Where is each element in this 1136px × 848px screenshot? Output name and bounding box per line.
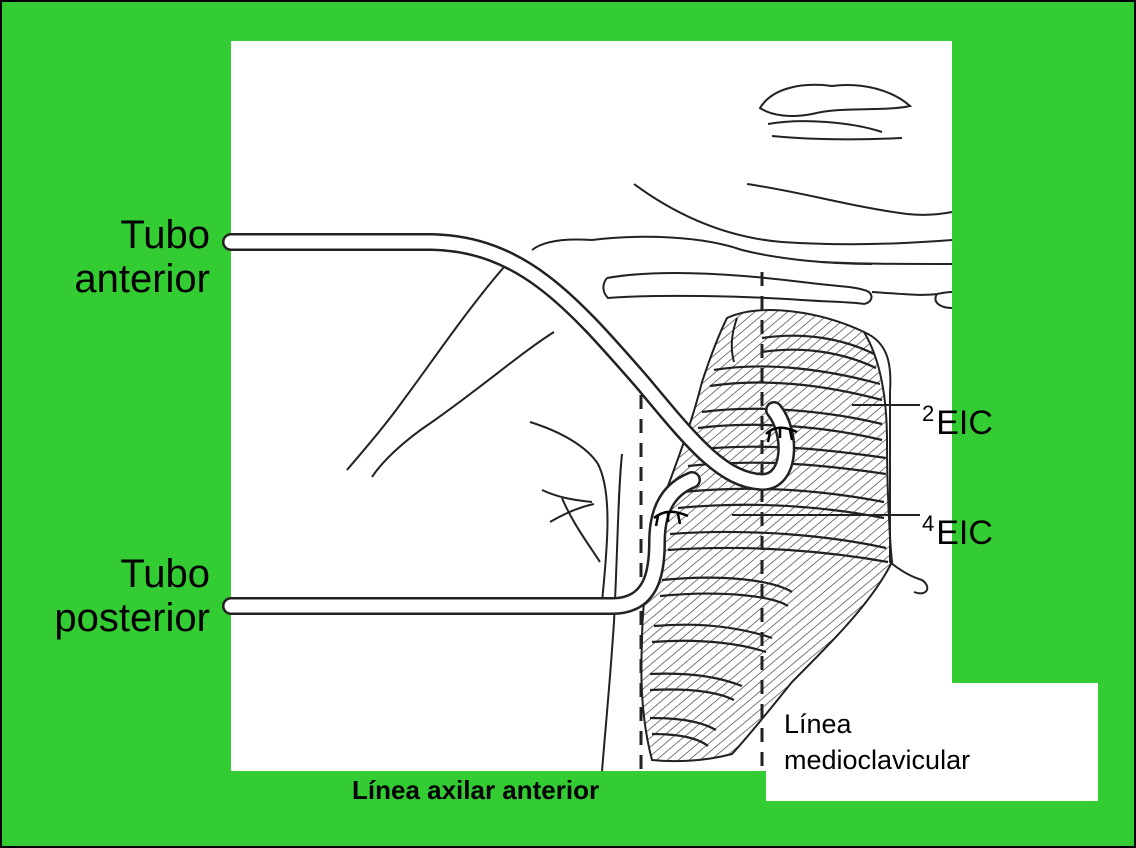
eic-2-label: 2EIC [922, 396, 993, 441]
eic-2-number: 2 [922, 401, 934, 426]
eic-2-text: EIC [936, 404, 993, 442]
eic-4-number: 4 [922, 511, 934, 536]
medioclavicular-line2: medioclavicular [784, 742, 970, 778]
tubo-posterior-line1: Tubo [54, 552, 210, 596]
tubo-posterior-line2: posterior [54, 596, 210, 640]
eic-4-text: EIC [936, 514, 993, 552]
tubo-anterior-label: Tubo anterior [74, 213, 210, 301]
tubo-anterior-line2: anterior [74, 257, 210, 301]
eic-4-label: 4EIC [922, 506, 993, 551]
medioclavicular-line1: Línea [784, 706, 970, 742]
linea-axilar-anterior-label: Línea axilar anterior [352, 775, 599, 806]
tubo-posterior-label: Tubo posterior [54, 552, 210, 640]
tubo-anterior-line1: Tubo [74, 213, 210, 257]
linea-medioclavicular-label: Línea medioclavicular [784, 706, 970, 778]
